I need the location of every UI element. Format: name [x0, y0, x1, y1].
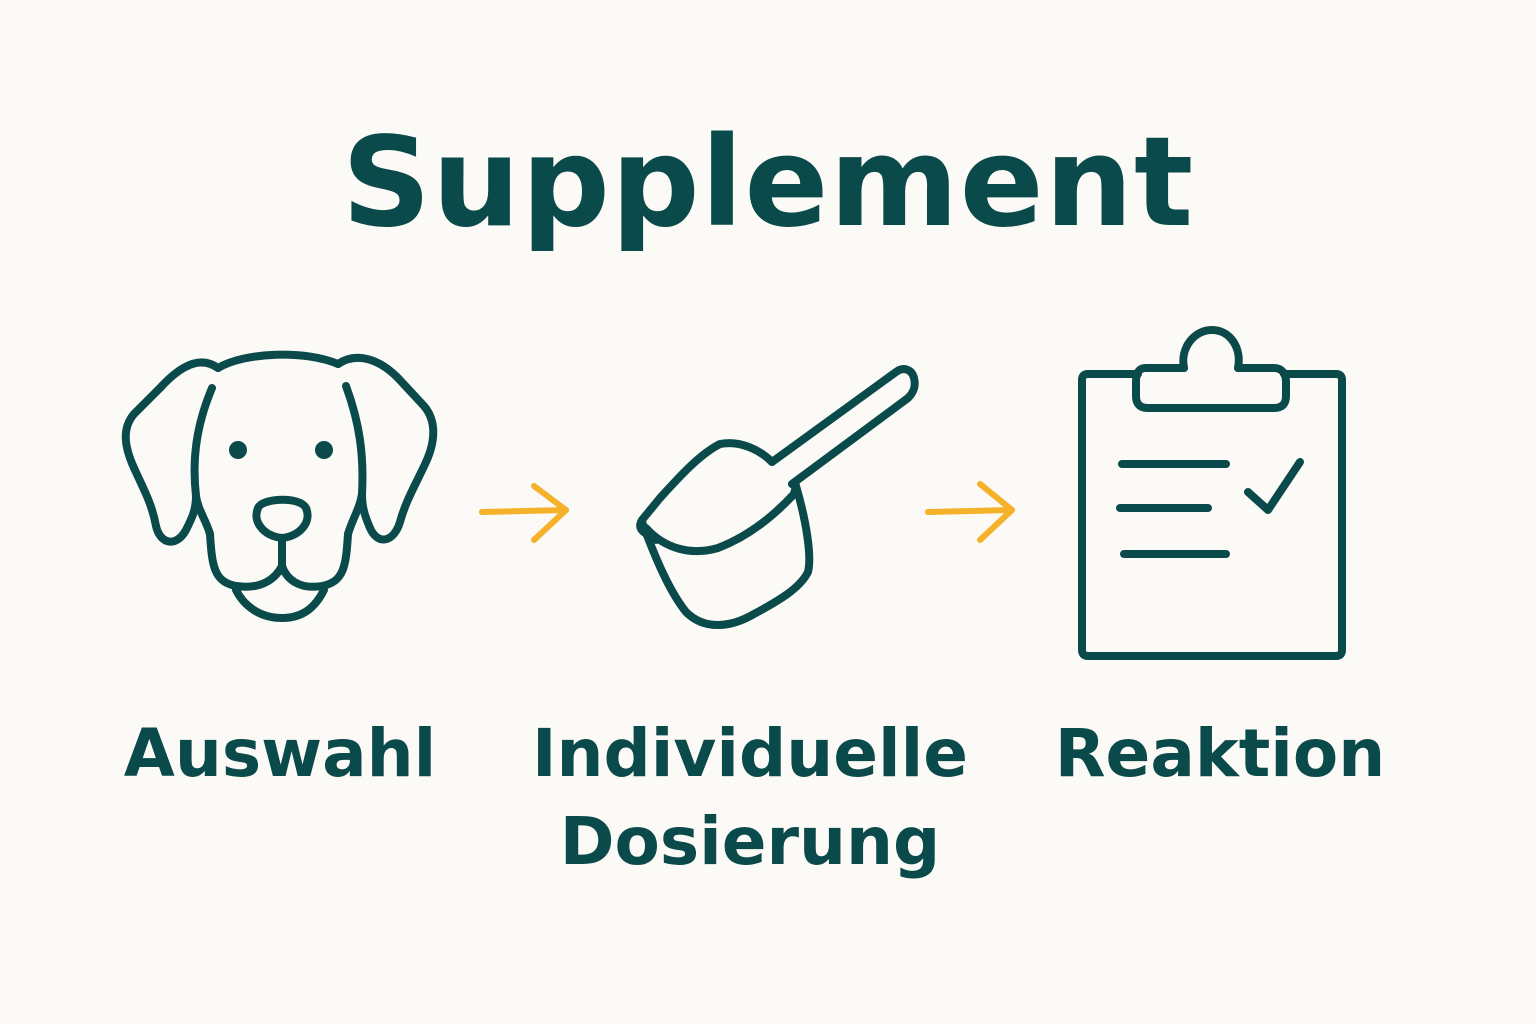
- scoop-icon: [630, 360, 930, 640]
- step-label-text: Auswahl: [123, 715, 437, 792]
- step-label-line2: Dosierung: [559, 803, 941, 880]
- arrow-right-icon: [922, 476, 1022, 546]
- step-label-dosierung: Individuelle Dosierung: [520, 710, 980, 886]
- dog-face-icon: [120, 350, 440, 630]
- step-label-auswahl: Auswahl: [100, 710, 460, 798]
- step-label-line1: Individuelle: [531, 715, 969, 792]
- step-label-reaktion: Reaktion: [1040, 710, 1400, 798]
- page-title: Supplement: [341, 111, 1195, 255]
- step-label-text: Reaktion: [1054, 715, 1386, 792]
- arrow-right-icon: [476, 478, 576, 548]
- clipboard-check-icon: [1072, 324, 1352, 664]
